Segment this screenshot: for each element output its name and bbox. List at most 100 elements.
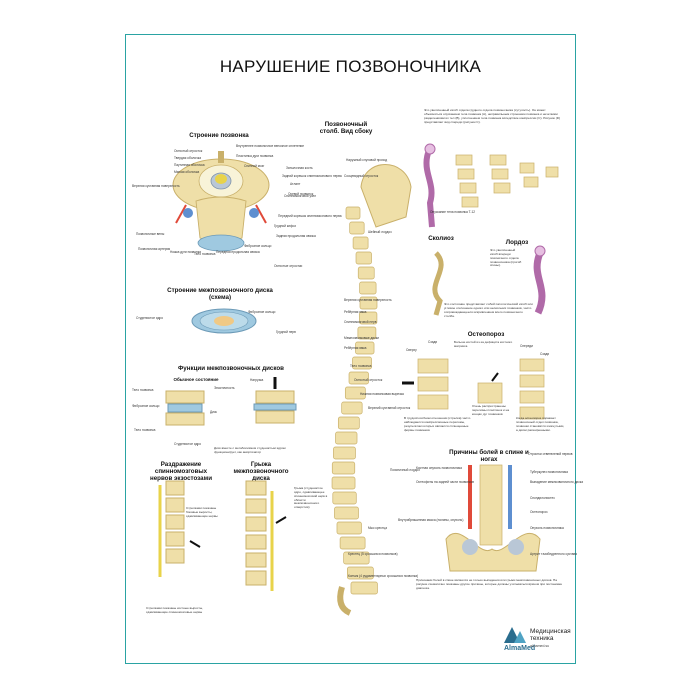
pain-label-0: Отростки ответвлений нервов <box>528 452 573 456</box>
spine-vertebra <box>331 476 356 490</box>
disc-illustration <box>191 308 257 334</box>
section-hernia-title: Грыжа межпозвоночного диска <box>233 461 289 482</box>
label-functions-3: Студенистое ядро <box>174 442 202 446</box>
spine-vertebra <box>359 296 378 310</box>
label-spine-9: Межпозвонковые диски <box>344 336 379 340</box>
label-vertebra-4: Верхняя суставная поверхность <box>132 184 180 188</box>
pain-label-1: Костная опухоль позвоночника <box>416 466 462 470</box>
label-spine-14: Верхний суставной отросток <box>368 406 411 410</box>
spine-vertebra <box>352 236 369 250</box>
pain-label-7: Внутрибрюшинная масса (полипы, опухоль) <box>398 518 464 522</box>
label-vertebra-17: Задняя продольная связка <box>276 234 316 238</box>
label-vertebra-8: Тело позвонка <box>194 252 216 256</box>
functions-text: Диск вместе с метаболизмом студенистым я… <box>214 446 286 454</box>
spine-vertebra <box>345 206 361 220</box>
spine-vertebra <box>331 461 356 475</box>
osteoporosis-illustration <box>402 358 545 420</box>
pain-label-4: Выпадение межпозвоночного диска <box>530 480 584 484</box>
label-vertebra-5: Позвоночные вены <box>136 232 165 236</box>
label-spine-15: Поясничный лордоз <box>390 468 420 472</box>
section-functions-title: Функции межпозвоночных дисков <box>178 365 284 372</box>
label-spine-18: Копчик (4 рудиментарных сросшихся позвон… <box>348 574 419 578</box>
spine-vertebra <box>337 416 360 430</box>
spine-vertebra <box>359 311 378 325</box>
spine-vertebra <box>355 251 372 265</box>
osteo-label-1: Сзади <box>428 340 438 344</box>
section-normal-title: Обычное состояние <box>173 377 219 382</box>
label-functions-2: Тело позвонка <box>134 428 156 432</box>
label-vertebra-0: Остистый отросток <box>174 149 203 153</box>
scoliosis-illustration <box>432 251 444 316</box>
spine-vertebra <box>334 506 359 520</box>
hernia-illustration <box>245 480 287 591</box>
label-spine-17: Крестец (5 сросшихся позвонков) <box>348 552 398 556</box>
label-functions-1: Фиброзное кольцо <box>132 404 160 408</box>
label-spine-11: Тело позвонка <box>350 364 372 368</box>
label-functions-4: Диск <box>210 410 217 414</box>
label-functions-0: Тело позвонка <box>132 388 154 392</box>
label-disc-2: Грудной нерв <box>276 330 296 334</box>
functions-illustration <box>165 377 297 426</box>
label-vertebra-2: Паутинная оболочка <box>174 163 205 167</box>
label-vertebra-12: Пластинка дуги позвонка <box>236 154 274 158</box>
section-spondylo-title: Раздражение спинномозговых нервов экзост… <box>149 461 213 482</box>
spondylo-label: Стрелками показаны боковые выросты, сдав… <box>186 506 218 518</box>
hernia-text: Грыжа (студенистое ядро, сдавливающее сп… <box>294 486 328 510</box>
label-spine-0: Затылочная кость <box>286 166 313 170</box>
poster: НАРУШЕНИЕ ПОЗВОНОЧНИКА Строение позвонка… <box>125 34 583 664</box>
pain-illustration <box>445 464 541 572</box>
label-spine-16: Мыс крестца <box>368 526 388 530</box>
spine-vertebra <box>343 551 370 565</box>
label-vertebra-1: Твердая оболочка <box>174 156 201 160</box>
spine-illustration <box>331 164 412 616</box>
label-vertebra-3: Мягкая оболочка <box>174 170 200 174</box>
spine-vertebra <box>339 536 366 550</box>
section-vertebra-title: Строение позвонка <box>189 132 249 139</box>
label-spine-20: Остистые отростки <box>274 264 303 268</box>
osteo-text-3: Очень распространены переломы пластинок … <box>472 404 510 416</box>
pain-label-8: Опухоль позвоночника <box>530 526 564 530</box>
spine-vertebra <box>347 566 374 580</box>
spine-vertebra <box>359 281 377 295</box>
section-lordosis-title: Лордоз <box>505 239 529 246</box>
poster-title: НАРУШЕНИЕ ПОЗВОНОЧНИКА <box>219 57 482 76</box>
label-disc-0: Студенистое ядро <box>136 316 164 320</box>
spine-vertebra <box>333 446 356 460</box>
spondylo-text: Стрелками показаны костные выросты, сдав… <box>146 606 204 614</box>
vertebra-illustration <box>172 151 270 252</box>
label-vertebra-13: Спинной мозг <box>244 164 265 168</box>
label-spine-8: Спинномозговой нерв <box>344 320 377 324</box>
section-scoliosis-title: Сколиоз <box>428 235 454 242</box>
label-vertebra-16: Передний корешок спинномозгового нерва <box>278 214 342 218</box>
kyphosis-illustration <box>423 143 559 228</box>
pain-label-3: Туберкулез позвоночника <box>530 470 568 474</box>
spine-vertebra <box>336 521 362 535</box>
logo-name: Медицинская техника <box>530 628 571 642</box>
logo-url: almamed.su <box>530 644 550 648</box>
osteo-label-2: Спереди <box>520 344 533 348</box>
spine-vertebra <box>357 326 377 340</box>
kyphosis-text: Это увеличенный изгиб отдела грудного от… <box>424 108 561 124</box>
label-spine-1: Атлант <box>290 182 301 186</box>
spine-vertebra <box>341 401 363 415</box>
pain-label-6: Остеопороз <box>530 510 548 514</box>
osteoporosis-text: Больше костей из-за дефицита костного ма… <box>454 340 513 348</box>
lordosis-text: Это увеличенный изгиб впереди поясничног… <box>490 248 522 268</box>
osteo-label-0: Сверху <box>406 348 417 352</box>
label-vertebra-15: Спинномозговой узел <box>284 194 316 198</box>
label-vertebra-14: Задний корешок спинномозгового нерва <box>282 174 342 178</box>
logo-brand: AlmaMed <box>504 645 536 652</box>
label-vertebra-6: Позвоночная артерия <box>138 247 171 251</box>
label-spine-13: Нижняя позвонковая вырезка <box>360 392 404 396</box>
osteo-label-3: Сзади <box>540 352 550 356</box>
spine-vertebra <box>349 221 365 235</box>
label-disc-1: Фиброзное кольцо <box>248 310 276 314</box>
label-spine-10: Ребёрная ямка <box>344 346 367 350</box>
label-spine-7: Ребёрная ямка <box>344 310 367 314</box>
label-spine-6: Верхняя суставная поверхность <box>344 298 392 302</box>
spine-vertebra <box>332 491 357 505</box>
kyphosis-label: Опускание тела позвонка T-12 <box>430 210 476 214</box>
scoliosis-text: Это состояние представляет собой патолог… <box>444 302 533 318</box>
section-spine-title: Позвоночный столб. Вид сбоку <box>319 121 373 135</box>
label-functions-5: Нагрузка <box>250 378 264 382</box>
